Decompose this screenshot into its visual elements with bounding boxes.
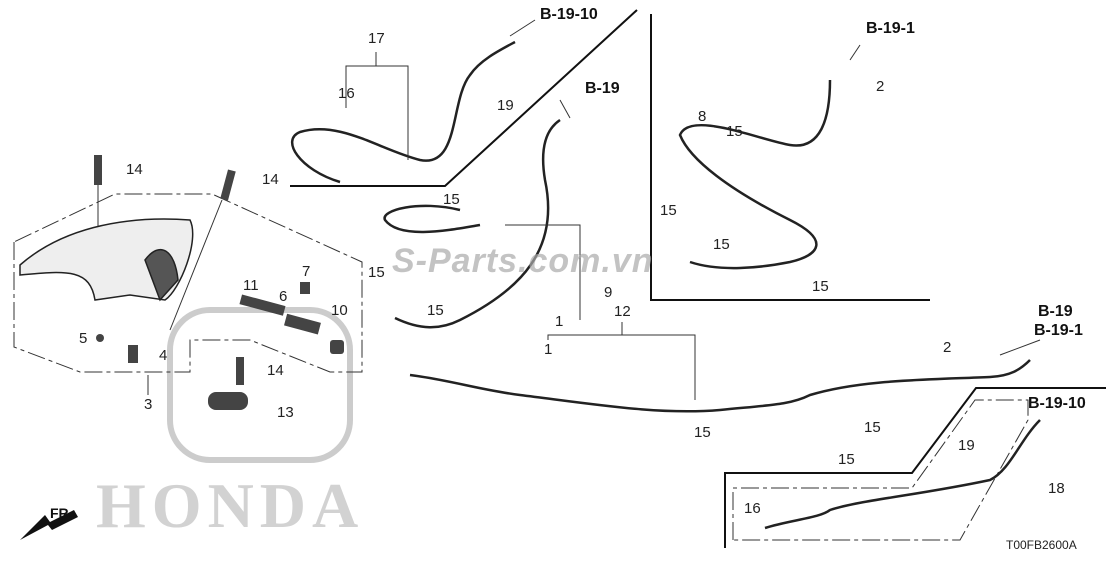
callout-4[interactable]: 4 [159,347,168,364]
callout-15[interactable]: 15 [694,424,711,441]
callout-15[interactable]: 15 [660,202,677,219]
callout-15[interactable]: 15 [864,419,881,436]
callout-1[interactable]: 1 [555,313,564,330]
callout-3[interactable]: 3 [144,396,153,413]
callout-15[interactable]: 15 [726,123,743,140]
honda-logo-text: HONDA [96,470,365,541]
callout-19[interactable]: 19 [958,437,975,454]
callout-6[interactable]: 6 [279,288,288,305]
callout-15[interactable]: 15 [427,302,444,319]
callout-16[interactable]: 16 [744,500,761,517]
site-watermark: S-Parts.com.vn [392,242,654,280]
callout-14[interactable]: 14 [262,171,279,188]
callout-5[interactable]: 5 [79,330,88,347]
front-arrow-icon [20,510,78,540]
callout-1[interactable]: 1 [544,341,553,358]
cables [291,40,1041,530]
leader-lines [97,19,1041,400]
callout-14[interactable]: 14 [267,362,284,379]
callout-16[interactable]: 16 [338,85,355,102]
callout-15[interactable]: 15 [443,191,460,208]
ref-b-19-1-right[interactable]: B-19-1 [1034,322,1083,339]
callout-2[interactable]: 2 [943,339,952,356]
assembly-outlines [13,193,1029,541]
callout-15[interactable]: 15 [838,451,855,468]
callout-14[interactable]: 14 [126,161,143,178]
callout-2[interactable]: 2 [876,78,885,95]
callout-10[interactable]: 10 [331,302,348,319]
ref-b-19-10-top[interactable]: B-19-10 [540,6,598,23]
callout-11[interactable]: 11 [243,277,259,294]
ref-b-19-right[interactable]: B-19 [1038,303,1073,320]
callout-17[interactable]: 17 [368,30,385,47]
callout-13[interactable]: 13 [277,404,294,421]
honda-emblem-watermark [167,307,353,463]
section-borders [290,9,1106,548]
ref-b-19-top[interactable]: B-19 [585,80,620,97]
callout-15[interactable]: 15 [368,264,385,281]
callout-15[interactable]: 15 [713,236,730,253]
callout-9[interactable]: 9 [604,284,613,301]
callout-15[interactable]: 15 [812,278,829,295]
front-label: FR. [50,505,73,521]
diagram-code: T00FB2600A [1006,538,1077,552]
ref-b-19-10-bottom[interactable]: B-19-10 [1028,395,1086,412]
callout-8[interactable]: 8 [698,108,707,125]
fasteners [94,155,344,410]
parking-brake-lever [19,218,194,302]
callout-12[interactable]: 12 [614,303,631,320]
callout-7[interactable]: 7 [302,263,311,280]
ref-b-19-1-top[interactable]: B-19-1 [866,20,915,37]
callout-19[interactable]: 19 [497,97,514,114]
callout-18[interactable]: 18 [1048,480,1065,497]
